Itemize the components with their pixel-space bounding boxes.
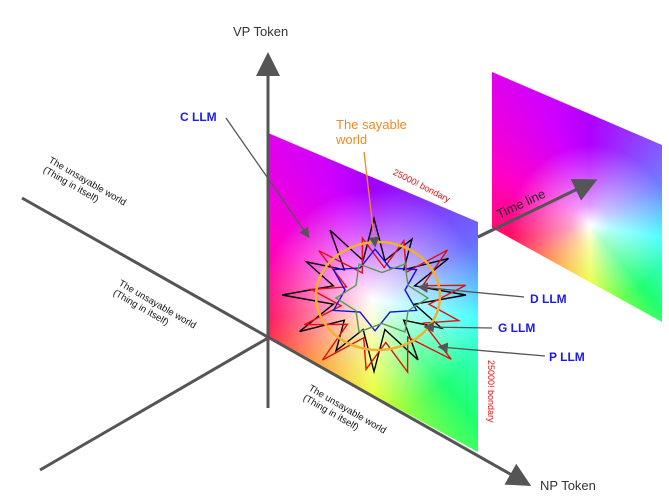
d-llm-star [332, 248, 418, 332]
sayable-line2: world [336, 132, 368, 147]
third-axis [39, 336, 269, 472]
g-llm-arrow [423, 321, 493, 333]
sayable-arrow [363, 151, 380, 248]
p-llm-label: P LLM [549, 350, 585, 364]
c-llm-arrow [225, 117, 310, 239]
p-llm-arrow [437, 342, 546, 357]
c-llm-label: C LLM [180, 110, 217, 124]
vp-token-label: VP Token [233, 24, 289, 39]
boundary-label-side: 25000! bondary [486, 360, 496, 423]
time-axis [477, 179, 598, 239]
np-token-label: NP Token [540, 478, 596, 493]
np-axis [21, 196, 532, 486]
g-llm-label: G LLM [498, 321, 536, 335]
sayable-line1: The sayable [336, 117, 407, 132]
g-llm-star [334, 263, 430, 333]
d-llm-label: D LLM [530, 292, 567, 306]
p-llm-star [303, 235, 467, 375]
d-llm-arrow [417, 282, 525, 298]
c-llm-star [281, 215, 467, 375]
